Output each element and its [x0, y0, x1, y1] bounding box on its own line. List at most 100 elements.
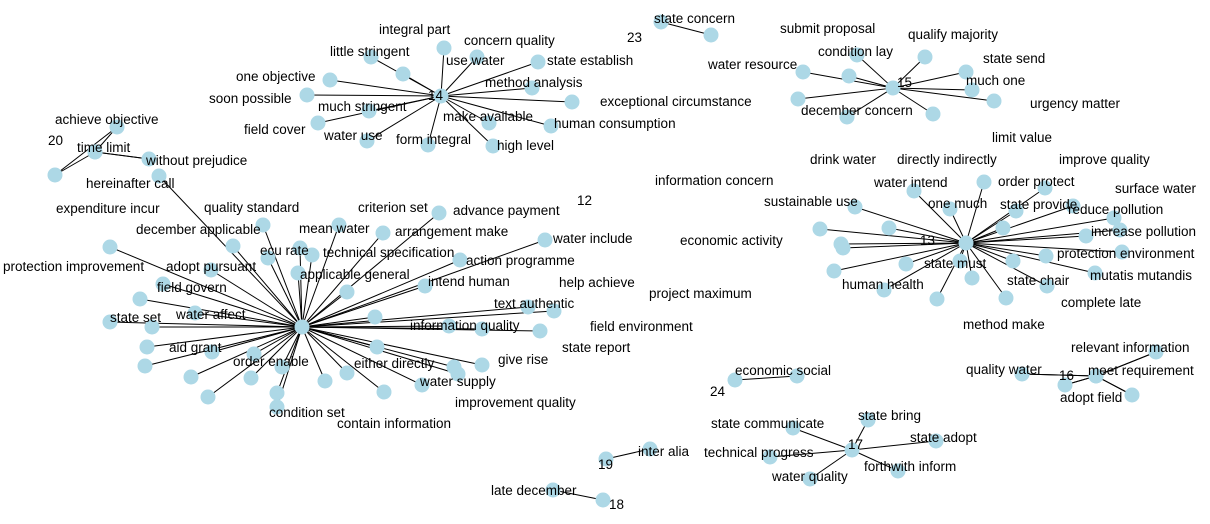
edge-15-state-send — [892, 71, 967, 89]
edge-12-december-applicable — [232, 245, 303, 328]
edge-12-order-enable — [250, 326, 303, 379]
node-label-state-send: state send — [983, 51, 1045, 66]
cluster-hub-14 — [433, 88, 449, 104]
node-label-protection-environment: protection environment — [1057, 246, 1195, 261]
node-contain-information — [376, 384, 392, 400]
node-label-state-concern: state concern — [654, 11, 735, 26]
node-label-high-level: high level — [497, 138, 554, 153]
edge-12-technical-specification — [301, 254, 313, 328]
node-applicable-general — [290, 265, 306, 281]
node-label-one-much: one much — [928, 196, 987, 211]
node-unlabeled_13c — [964, 270, 980, 286]
node-label-improvement-quality: improvement quality — [455, 395, 576, 410]
node-meet-requirement — [1088, 368, 1104, 384]
node-unlabeled_12l — [246, 346, 262, 362]
node-label-hereinafter-call: hereinafter call — [86, 176, 175, 191]
edge-12-advance-payment — [301, 212, 440, 328]
edge-12-information-quality — [301, 325, 450, 328]
edge-20-time-limit — [94, 151, 150, 160]
node-label-intend-human: intend human — [428, 274, 510, 289]
node-surface-water — [1065, 198, 1081, 214]
node-quality-water — [1014, 366, 1030, 382]
edge-12-12d — [190, 326, 303, 378]
node-limit-value — [976, 174, 992, 190]
cluster-hub-23 — [653, 14, 669, 30]
edge-13-directly-indirectly — [913, 190, 967, 244]
node-label-method-make: method make — [963, 317, 1045, 332]
edge-12-contain-information — [301, 326, 385, 393]
node-form-integral — [420, 137, 436, 153]
node-label-order-enable: order enable — [233, 354, 309, 369]
node-label-advance-payment: advance payment — [453, 203, 560, 218]
node-label-time-limit: time limit — [77, 140, 130, 155]
cluster-label-20: 20 — [48, 133, 63, 148]
edge-13-economic-activity — [840, 242, 967, 245]
edge-17-state-adopt — [851, 440, 937, 451]
node-soon-possible — [299, 87, 315, 103]
node-water-affect — [187, 305, 203, 321]
node-unlabeled_12h — [369, 339, 385, 355]
node-water-quality — [802, 471, 818, 487]
node-unlabeled_13f — [826, 263, 842, 279]
node-water-intend — [881, 220, 897, 236]
edge-15-much-one — [892, 87, 973, 91]
node-label-economic-activity: economic activity — [680, 233, 783, 248]
node-label-state-communicate: state communicate — [711, 416, 824, 431]
node-state-bring — [860, 412, 876, 428]
node-unlabeled_12k — [367, 309, 383, 325]
edge-15-december-concern — [797, 87, 894, 100]
node-label-inter-alia: inter alia — [638, 444, 690, 459]
node-information-concern — [812, 221, 828, 237]
edge-13-reduce-pollution — [965, 217, 1115, 244]
node-arrangement-make — [375, 225, 391, 241]
node-label-method-analysis: method analysis — [485, 75, 583, 90]
node-label-action-programme: action programme — [466, 253, 575, 268]
node-label-information-quality: information quality — [410, 318, 520, 333]
edge-14-water-use — [366, 95, 442, 142]
edge-12-help-achieve — [301, 306, 529, 328]
edge-13-sustainable-use — [854, 206, 967, 244]
edge-13-state-chair — [965, 242, 1014, 262]
edge-12-12g — [301, 326, 326, 382]
node-label-sustainable-use: sustainable use — [764, 194, 858, 209]
node-economic-activity — [833, 236, 849, 252]
node-state-send — [958, 64, 974, 80]
node-label-achieve-objective: achieve objective — [55, 112, 159, 127]
edge-14-high-level — [440, 95, 494, 147]
edge-20-20a — [54, 151, 96, 176]
node-label-water-intend: water intend — [873, 175, 948, 190]
edge-12-field-govern — [162, 283, 303, 328]
node-method-make — [998, 290, 1014, 306]
node-time-limit — [87, 144, 103, 160]
node-text-authentic — [474, 321, 490, 337]
node-achieve-objective — [109, 119, 125, 135]
edge-16-quality-water — [1021, 373, 1097, 377]
node-increase-pollution — [1112, 222, 1128, 238]
edge-23-state-concern — [660, 21, 712, 36]
node-label-quality-water: quality water — [966, 362, 1042, 377]
node-state-report — [474, 357, 490, 373]
node-inter-alia — [642, 441, 658, 457]
node-label-concern-quality: concern quality — [464, 33, 555, 48]
cluster-label-12: 12 — [577, 193, 592, 208]
node-use-water — [395, 66, 411, 82]
node-water-use — [359, 133, 375, 149]
node-unlabeled_12d — [183, 369, 199, 385]
node-label-adopt-field: adopt field — [1060, 390, 1122, 405]
edge-17-forthwith-inform — [851, 449, 899, 472]
node-label-water-supply: water supply — [419, 374, 496, 389]
node-mutatis-mutandis — [1087, 265, 1103, 281]
node-label-exceptional-circumstance: exceptional circumstance — [600, 94, 752, 109]
cluster-label-24: 24 — [710, 384, 726, 399]
node-label-little-stringent: little stringent — [330, 44, 410, 59]
edge-12-protection-improvement — [139, 298, 303, 328]
node-aid-grant — [139, 339, 155, 355]
edge-12-state-set — [109, 321, 303, 328]
node-december-applicable — [225, 238, 241, 254]
edge-13-increase-pollution — [965, 229, 1121, 244]
node-label-either-directly: either directly — [354, 356, 435, 371]
node-unlabeled_16a — [1124, 387, 1140, 403]
node-make-available — [481, 115, 497, 131]
node-label-state-report: state report — [562, 340, 631, 355]
node-intend-human — [417, 278, 433, 294]
